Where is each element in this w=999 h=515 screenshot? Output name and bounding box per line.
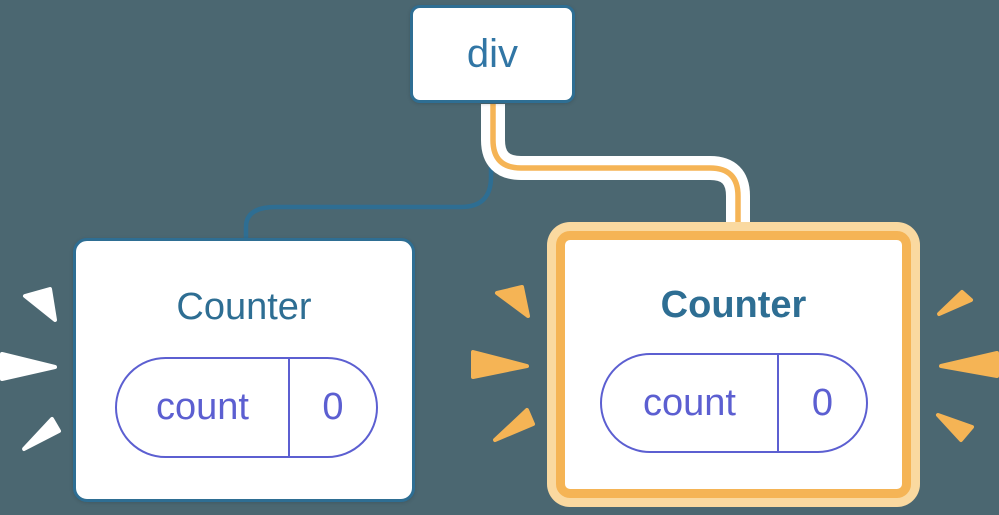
state-pill: count 0 (600, 353, 868, 453)
tree-node-div: div (410, 5, 575, 103)
state-pill: count 0 (115, 357, 378, 458)
sparks-left-counter (0, 287, 61, 451)
component-title: Counter (660, 284, 807, 326)
edge-div-to-left-counter (243, 104, 494, 239)
spark-icon (936, 413, 974, 442)
spark-icon (937, 290, 973, 316)
state-key-label: count (156, 386, 249, 428)
spark-icon (471, 350, 529, 379)
component-title: Counter (176, 286, 312, 328)
node-label: div (466, 31, 519, 76)
tree-node-counter-right-highlighted: Counter count 0 (556, 231, 911, 498)
spark-icon (939, 351, 999, 378)
edge-div-to-right-counter (490, 104, 741, 223)
edge-div-to-right-counter-casing (481, 104, 750, 223)
sparks-right-counter-right (936, 290, 999, 442)
spark-icon (23, 287, 57, 322)
tree-node-counter-left: Counter count 0 (73, 238, 415, 502)
state-value: 0 (777, 355, 866, 451)
spark-icon (0, 352, 57, 381)
sparks-right-counter-left (471, 285, 535, 442)
spark-icon (493, 408, 535, 442)
state-value: 0 (288, 359, 376, 456)
state-key-label: count (643, 381, 736, 424)
spark-icon (495, 285, 530, 318)
spark-icon (22, 417, 61, 451)
